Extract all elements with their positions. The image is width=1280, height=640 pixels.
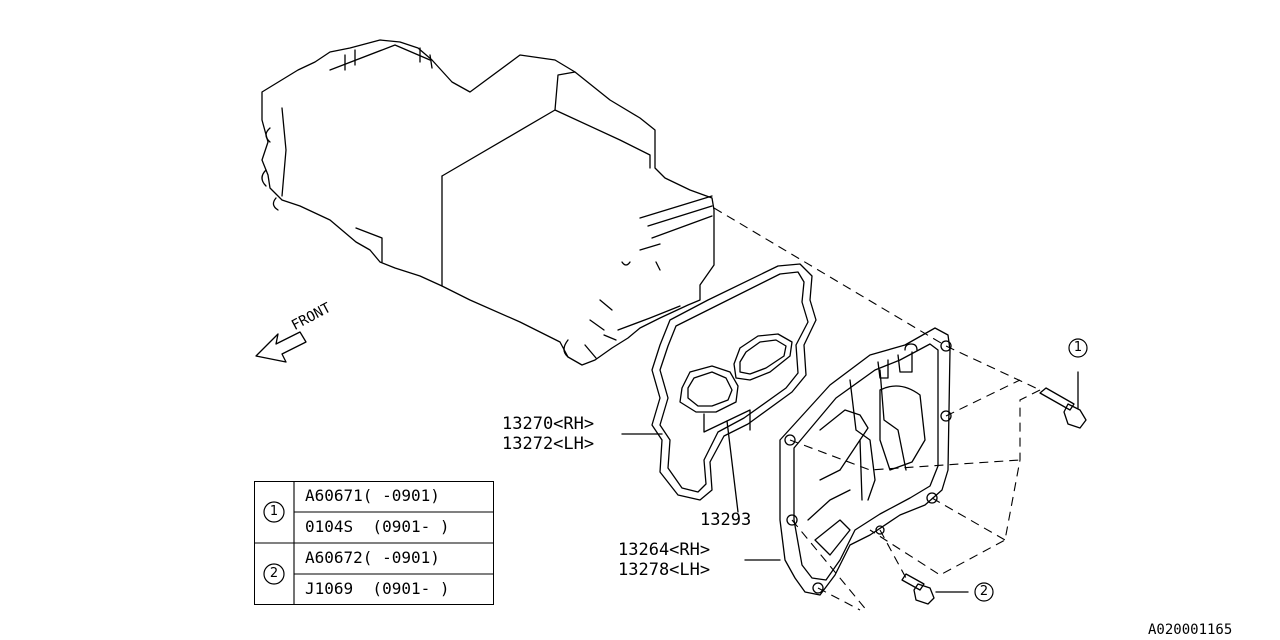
table-ref-1: 1	[269, 504, 279, 519]
table-row-1-item-1: A60671( -0901)	[305, 486, 440, 505]
front-arrow	[255, 331, 307, 363]
engine-block	[261, 39, 715, 366]
bolt-1	[1039, 371, 1087, 429]
table-row-1-item-2: 0104S (0901- )	[305, 517, 450, 536]
diagram-id: A020001165	[1148, 622, 1233, 638]
circle-ref-1: 1	[1073, 340, 1083, 355]
table-row-2-item-2: J1069 (0901- )	[305, 579, 450, 598]
callout-13278-lh: 13278<LH>	[618, 560, 711, 580]
parts-table	[254, 481, 494, 605]
valve-cover	[779, 327, 952, 596]
circle-markers	[263, 338, 1088, 602]
valve-cover-gasket	[651, 263, 817, 501]
circle-ref-2: 2	[979, 584, 989, 599]
table-ref-2: 2	[269, 566, 279, 581]
table-row-2-item-1: A60672( -0901)	[305, 548, 440, 567]
plug-seal-leader	[703, 409, 751, 513]
callout-13272-lh: 13272<LH>	[502, 434, 595, 454]
callout-13270-rh: 13270<RH>	[502, 414, 595, 434]
table-lines	[254, 481, 494, 605]
assembly-lines	[713, 207, 1041, 613]
callout-13264-rh: 13264<RH>	[618, 540, 711, 560]
bolt-2	[901, 573, 969, 605]
callout-13293: 13293	[700, 510, 752, 530]
